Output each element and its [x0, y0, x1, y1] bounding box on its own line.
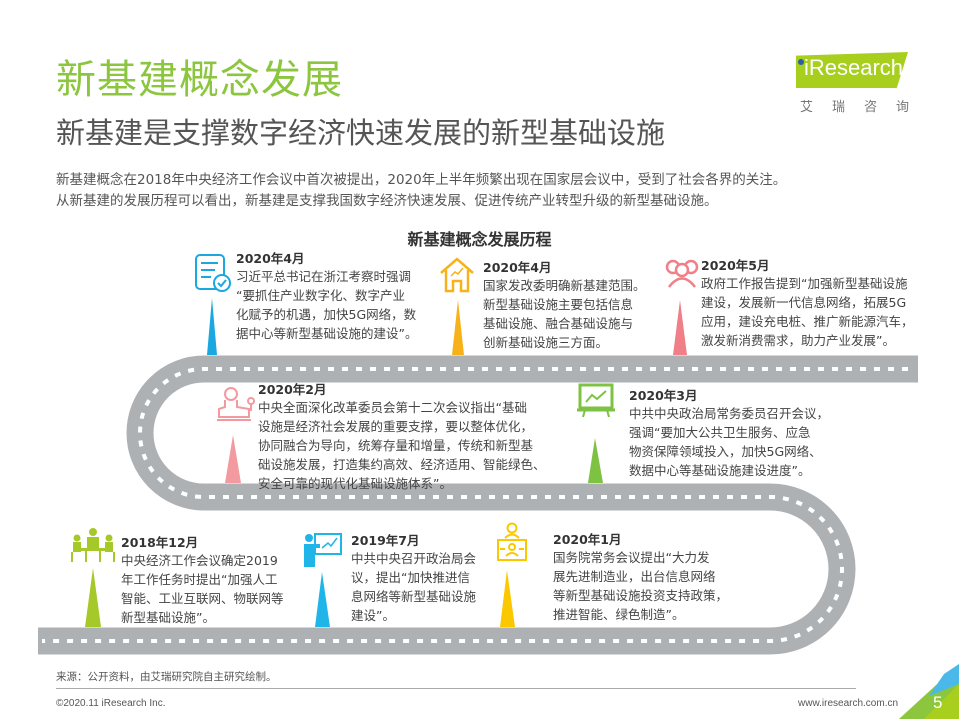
event-text-line: 强调“要加大公共卫生服务、应急 — [629, 425, 811, 440]
page-subtitle: 新基建是支撑数字经济快速发展的新型基础设施 — [56, 116, 666, 150]
timeline-event: 2018年12月 中央经济工作会议确定2019 年工作任务时提出“加强人工 智能… — [121, 534, 284, 627]
intro-paragraph: 新基建概念在2018年中央经济工作会议中首次被提出，2020年上半年频繁出现在国… — [56, 170, 946, 212]
event-text-line: 中央经济工作会议确定2019 — [121, 553, 278, 568]
logo-brand: iResearch — [804, 55, 904, 80]
presentation-chart-icon — [577, 383, 615, 418]
event-text-line: 年工作任务时提出“加强人工 — [121, 572, 278, 587]
event-date: 2020年2月 — [258, 382, 327, 397]
event-text-line: 物资保障领域投入，加快5G网络、 — [629, 444, 822, 459]
event-text-line: 设施是经济社会发展的重要支撑，要以整体优化， — [258, 419, 534, 434]
timeline-event: 2020年4月 国家发改委明确新基建范围。 新型基础设施主要包括信息 基础设施、… — [483, 259, 646, 352]
document-check-icon — [195, 254, 231, 292]
iresearch-logo: iResearch 艾瑞咨询 — [786, 40, 916, 144]
event-date: 2020年3月 — [629, 388, 698, 403]
page-number: 5 — [933, 693, 943, 712]
event-text-line: 推进智能、绿色制造”。 — [553, 607, 685, 622]
event-text-line: “要抓住产业数字化、数字产业 — [236, 288, 405, 303]
event-text-line: 习近平总书记在浙江考察时强调 — [236, 269, 412, 284]
event-text-line: 国务院常务会议提出“大力发 — [553, 550, 710, 565]
event-text-line: 等新型基础设施投资支持政策， — [553, 588, 729, 603]
event-text-line: 新型基础设施”。 — [121, 610, 215, 625]
meeting-table-icon — [71, 528, 115, 562]
event-text-line: 息网络等新型基础设施 — [351, 589, 477, 604]
event-text-line: 数据中心等基础设施建设进度”。 — [629, 463, 811, 478]
event-text-line: 中共中央召开政治局会 — [351, 551, 477, 566]
event-date: 2020年4月 — [236, 251, 305, 266]
source-note: 来源：公开资料，由艾瑞研究院自主研究绘制。 — [56, 671, 277, 683]
event-text-line: 建设”。 — [351, 608, 395, 623]
house-chart-icon — [440, 257, 474, 293]
page-title: 新基建概念发展 — [56, 57, 343, 103]
presenter-icon — [303, 533, 342, 567]
event-text-line: 创新基础设施三方面。 — [483, 335, 609, 350]
event-text-line: 协同融合为导向，统筹存量和增量，传统和新型基 — [258, 438, 534, 453]
timeline-event: 2020年4月 习近平总书记在浙江考察时强调 “要抓住产业数字化、数字产业 化赋… — [236, 250, 417, 343]
timeline-event: 2020年1月 国务院常务会议提出“大力发 展先进制造业，出台信息网络 等新型基… — [553, 531, 728, 624]
event-date: 2018年12月 — [121, 535, 199, 550]
event-text-line: 中共中央政治局常务委员召开会议， — [629, 406, 830, 421]
diagram-title: 新基建概念发展历程 — [407, 230, 552, 249]
logo-badge — [796, 52, 908, 88]
timeline-event: 2019年7月 中共中央召开政治局会 议，提出“加快推进信 息网络等新型基础设施… — [351, 532, 476, 625]
event-text-line: 智能、工业互联网、物联网等 — [121, 591, 284, 606]
event-date: 2020年5月 — [701, 258, 770, 273]
event-text-line: 据中心等新型基础设施的建设”。 — [236, 326, 418, 341]
event-text-line: 基础设施、融合基础设施与 — [483, 316, 634, 331]
timeline-event: 2020年2月 中央全面深化改革委员会第十二次会议指出“基础 设施是经济社会发展… — [258, 381, 546, 493]
website-link[interactable]: www.iresearch.com.cn — [798, 698, 899, 709]
event-text-line: 展先进制造业，出台信息网络 — [553, 569, 716, 584]
event-text-line: 应用，建设充电桩、推广新能源汽车， — [701, 314, 914, 329]
footer-divider — [56, 688, 856, 689]
timeline-event: 2020年3月 中共中央政治局常务委员召开会议， 强调“要加大公共卫生服务、应急… — [629, 387, 829, 480]
event-date: 2020年1月 — [553, 532, 622, 547]
event-text-line: 国家发改委明确新基建范围。 — [483, 278, 646, 293]
person-stamp-icon — [217, 387, 255, 421]
logo-dot-icon — [798, 59, 804, 65]
corner-decoration — [899, 664, 959, 719]
timeline-event: 2020年5月 政府工作报告提到“加强新型基础设施 建设，发展新一代信息网络，拓… — [701, 257, 914, 350]
event-text-line: 安全可靠的现代化基础设施体系”。 — [258, 476, 452, 491]
people-group-icon — [665, 259, 699, 288]
event-text-line: 激发新消费需求，助力产业发展”。 — [701, 333, 895, 348]
intro-line: 新基建概念在2018年中央经济工作会议中首次被提出，2020年上半年频繁出现在国… — [56, 172, 787, 188]
event-date: 2020年4月 — [483, 260, 552, 275]
event-text-line: 中央全面深化改革委员会第十二次会议指出“基础 — [258, 400, 527, 415]
logo-cn: 艾瑞咨询 — [800, 100, 929, 115]
event-text-line: 建设，发展新一代信息网络，拓展5G — [701, 295, 907, 310]
event-text-line: 议，提出“加快推进信 — [351, 570, 470, 585]
event-text-line: 新型基础设施主要包括信息 — [483, 297, 634, 312]
intro-line: 从新基建的发展历程可以看出，新基建是支撑我国数字经济快速发展、促进传统产业转型升… — [56, 193, 718, 209]
event-date: 2019年7月 — [351, 533, 420, 548]
id-card-person-icon — [497, 522, 527, 561]
event-text-line: 础设施发展，打造集约高效、经济适用、智能绿色、 — [258, 457, 546, 472]
copyright: ©2020.11 iResearch Inc. — [56, 698, 166, 709]
event-text-line: 化赋予的机遇，加快5G网络，数 — [236, 307, 417, 322]
event-text-line: 政府工作报告提到“加强新型基础设施 — [701, 276, 908, 291]
